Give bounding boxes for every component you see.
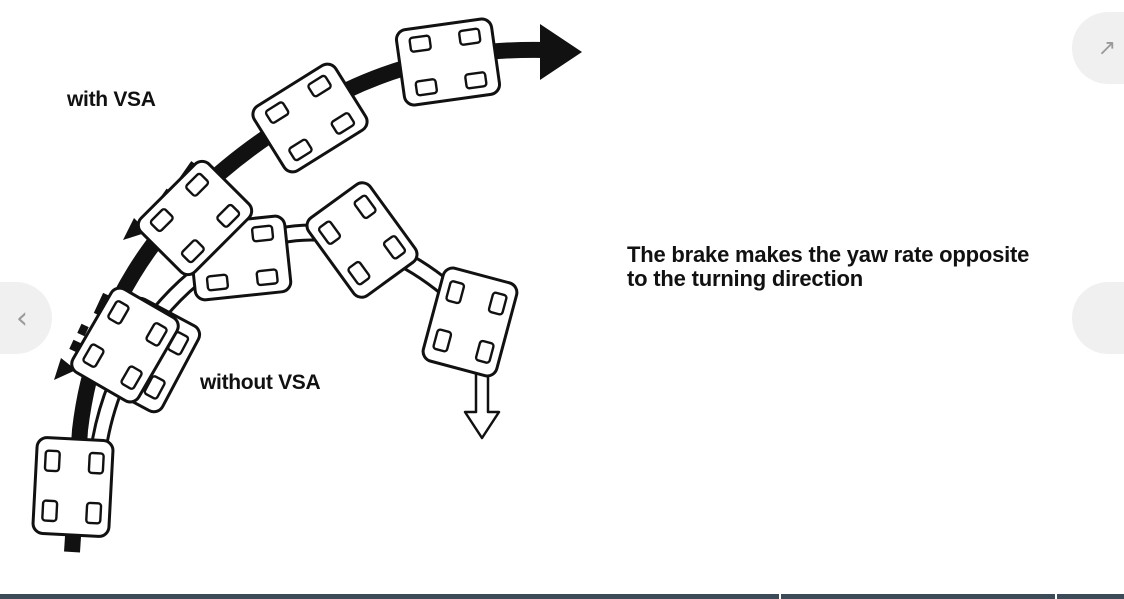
caption-line-2: to the turning direction — [627, 266, 863, 291]
no-vsa-arrow — [463, 366, 501, 440]
car-vsa-3 — [247, 58, 373, 178]
chevron-left-icon: ‹ — [16, 300, 28, 336]
car-vsa-4 — [393, 16, 503, 108]
with-vsa-label: with VSA — [67, 88, 156, 111]
caption-line-1: The brake makes the yaw rate opposite — [627, 242, 1030, 267]
diagram-caption: The brake makes the yaw rate opposite to… — [627, 243, 1117, 291]
car-no-vsa-3 — [301, 177, 423, 303]
car-start — [31, 435, 115, 539]
vsa-arrow-head — [540, 24, 582, 80]
expand-icon: ↗ — [1097, 35, 1117, 61]
next-image-button[interactable] — [1072, 282, 1124, 354]
bottom-bar — [0, 594, 1124, 599]
without-vsa-label: without VSA — [200, 371, 321, 394]
expand-button[interactable]: ↗ — [1072, 12, 1124, 84]
